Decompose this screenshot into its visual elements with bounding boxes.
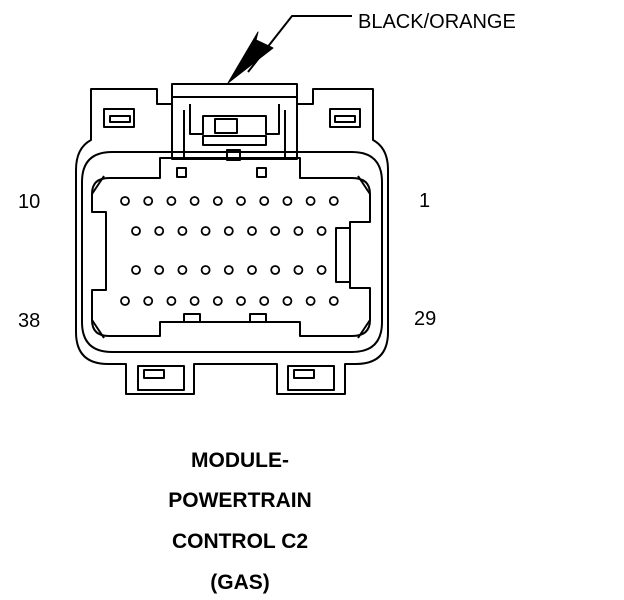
pin-hole (177, 226, 188, 236)
pin-hole (247, 226, 257, 236)
pin-hole (212, 196, 223, 206)
pin-number-top-right: 1 (419, 190, 431, 212)
wire-color-label: BLACK/ORANGE (358, 11, 516, 33)
pin-hole (236, 296, 246, 306)
pin-hole (143, 196, 154, 206)
pin-hole (143, 296, 154, 306)
pin-hole (166, 196, 177, 206)
pin-hole (120, 196, 130, 206)
pin-hole (200, 265, 211, 275)
pin-hole (131, 226, 141, 236)
pin-hole (223, 226, 234, 236)
pin-hole (200, 226, 211, 236)
pin-hole (270, 226, 281, 236)
pin-hole (154, 265, 165, 275)
pin-number-bottom-left: 38 (18, 310, 41, 332)
pin-hole (236, 196, 246, 206)
pin-hole (316, 226, 327, 236)
pin-hole (293, 265, 304, 275)
pin-hole (282, 196, 293, 206)
connector-title-line-2: POWERTRAIN (168, 489, 312, 512)
connector-title-line-4: (GAS) (210, 571, 270, 594)
pin-hole (120, 296, 130, 306)
pin-hole (131, 265, 141, 275)
arrow-head-icon (227, 31, 274, 84)
pin-hole (305, 196, 316, 206)
connector-housing (75, 83, 389, 395)
pin-cavity (91, 157, 371, 339)
pin-hole (259, 296, 270, 306)
pin-hole (316, 265, 327, 275)
connector-title-line-3: CONTROL C2 (171, 530, 309, 553)
wire-leader (227, 15, 352, 84)
pin-hole (189, 296, 200, 306)
connector-title-line-1: MODULE- (191, 449, 289, 472)
pin-number-bottom-right: 29 (414, 308, 437, 330)
connector-pins (120, 196, 339, 306)
pin-hole (189, 196, 200, 206)
pin-hole (154, 226, 165, 236)
pin-hole (328, 196, 339, 206)
pin-hole (282, 296, 293, 306)
pin-hole (328, 296, 339, 306)
pin-hole (177, 265, 188, 275)
pin-hole (223, 265, 234, 275)
locking-latch (171, 96, 298, 178)
pin-hole (305, 296, 316, 306)
pin-number-top-left: 10 (18, 191, 41, 213)
pin-hole (247, 265, 257, 275)
pin-hole (293, 226, 304, 236)
pin-hole (166, 296, 177, 306)
pin-hole (212, 296, 223, 306)
pin-hole (259, 196, 270, 206)
pin-hole (270, 265, 281, 275)
